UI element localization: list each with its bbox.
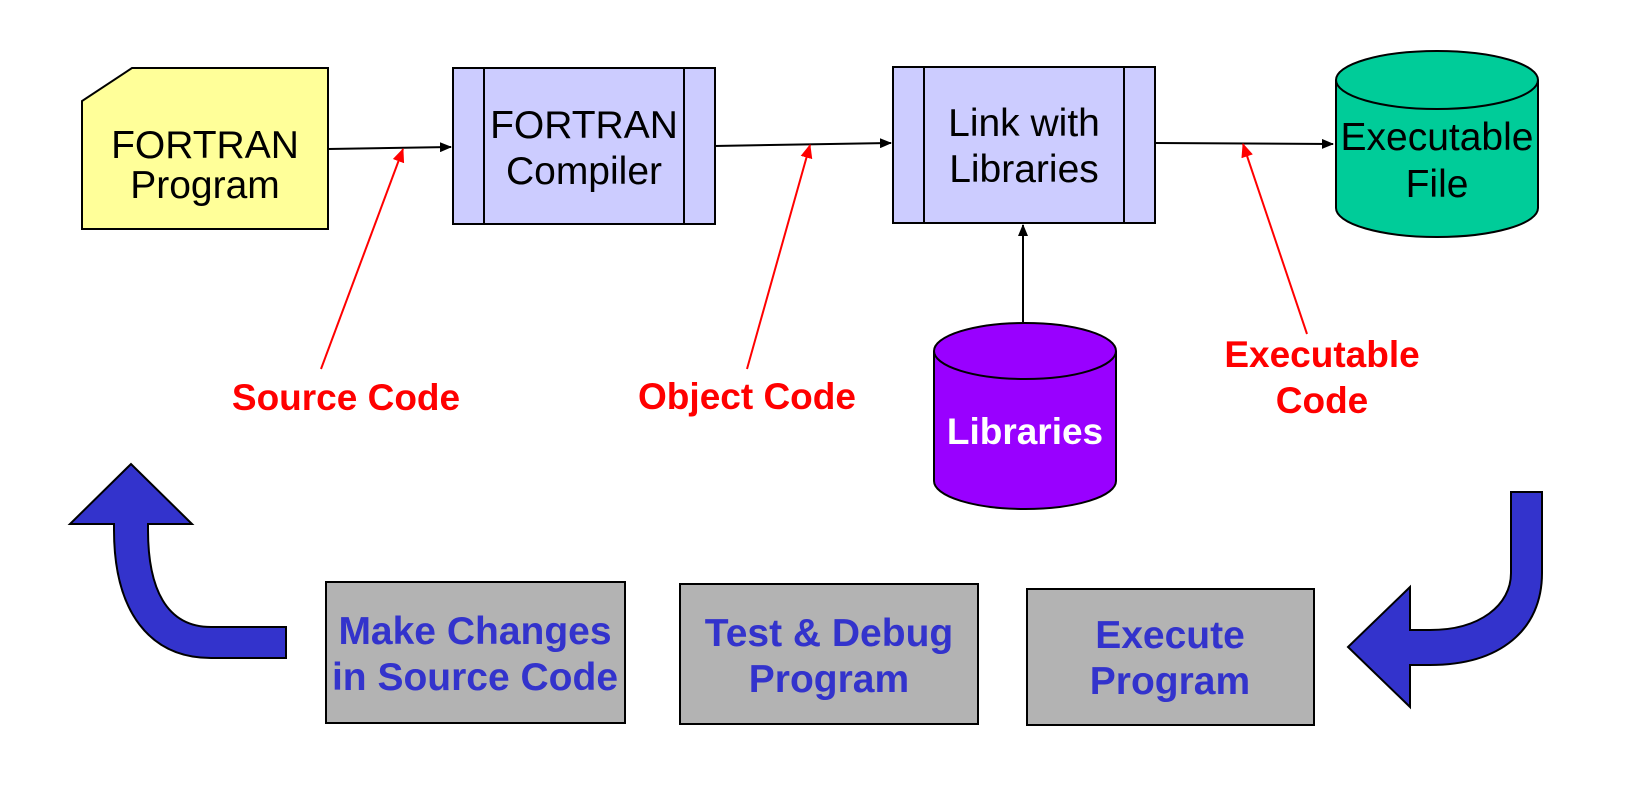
executable-code-label-line2: Code [1276,380,1369,421]
fortran-compiler-line2: Compiler [506,150,662,193]
fortran-compiler-line1: FORTRAN [490,104,678,147]
executable-code-pointer [1241,143,1308,335]
fortran-program-line1: FORTRAN [111,124,299,167]
make-changes-line2: in Source Code [332,656,618,699]
executable-file-line2: File [1406,163,1469,206]
libraries-label: Libraries [947,411,1103,452]
fortran-compiler-node: FORTRAN Compiler [452,67,716,225]
curved-down-left-arrow-icon [1346,491,1543,710]
make-changes-line1: Make Changes [338,610,611,653]
execute-program-step: Execute Program [1026,588,1315,726]
object-code-label: Object Code [638,376,856,417]
link-with-libraries-node: Link with Libraries [892,66,1156,224]
fortran-program-node: FORTRAN Program [81,67,329,230]
executable-file-node: Executable File [1335,50,1539,238]
make-changes-step: Make Changes in Source Code [325,581,626,724]
source-code-label: Source Code [232,377,460,418]
object-code-pointer [746,144,813,370]
fortran-program-line2: Program [130,164,280,207]
program-to-compiler-connector [327,142,452,153]
test-debug-line1: Test & Debug [705,612,953,655]
libraries-node: Libraries [933,322,1117,510]
executable-file-line1: Executable [1341,116,1534,159]
link-with-libraries-line2: Libraries [949,148,1099,191]
test-debug-step: Test & Debug Program [679,583,979,725]
link-with-libraries-line1: Link with [948,102,1100,145]
curved-up-arrow-icon [67,462,287,659]
source-code-pointer [320,148,405,370]
execute-program-line1: Execute [1095,614,1245,657]
execute-program-line2: Program [1090,660,1250,703]
executable-code-label-line1: Executable [1224,334,1419,375]
compiler-to-linker-connector [713,138,892,149]
test-debug-line2: Program [749,658,909,701]
